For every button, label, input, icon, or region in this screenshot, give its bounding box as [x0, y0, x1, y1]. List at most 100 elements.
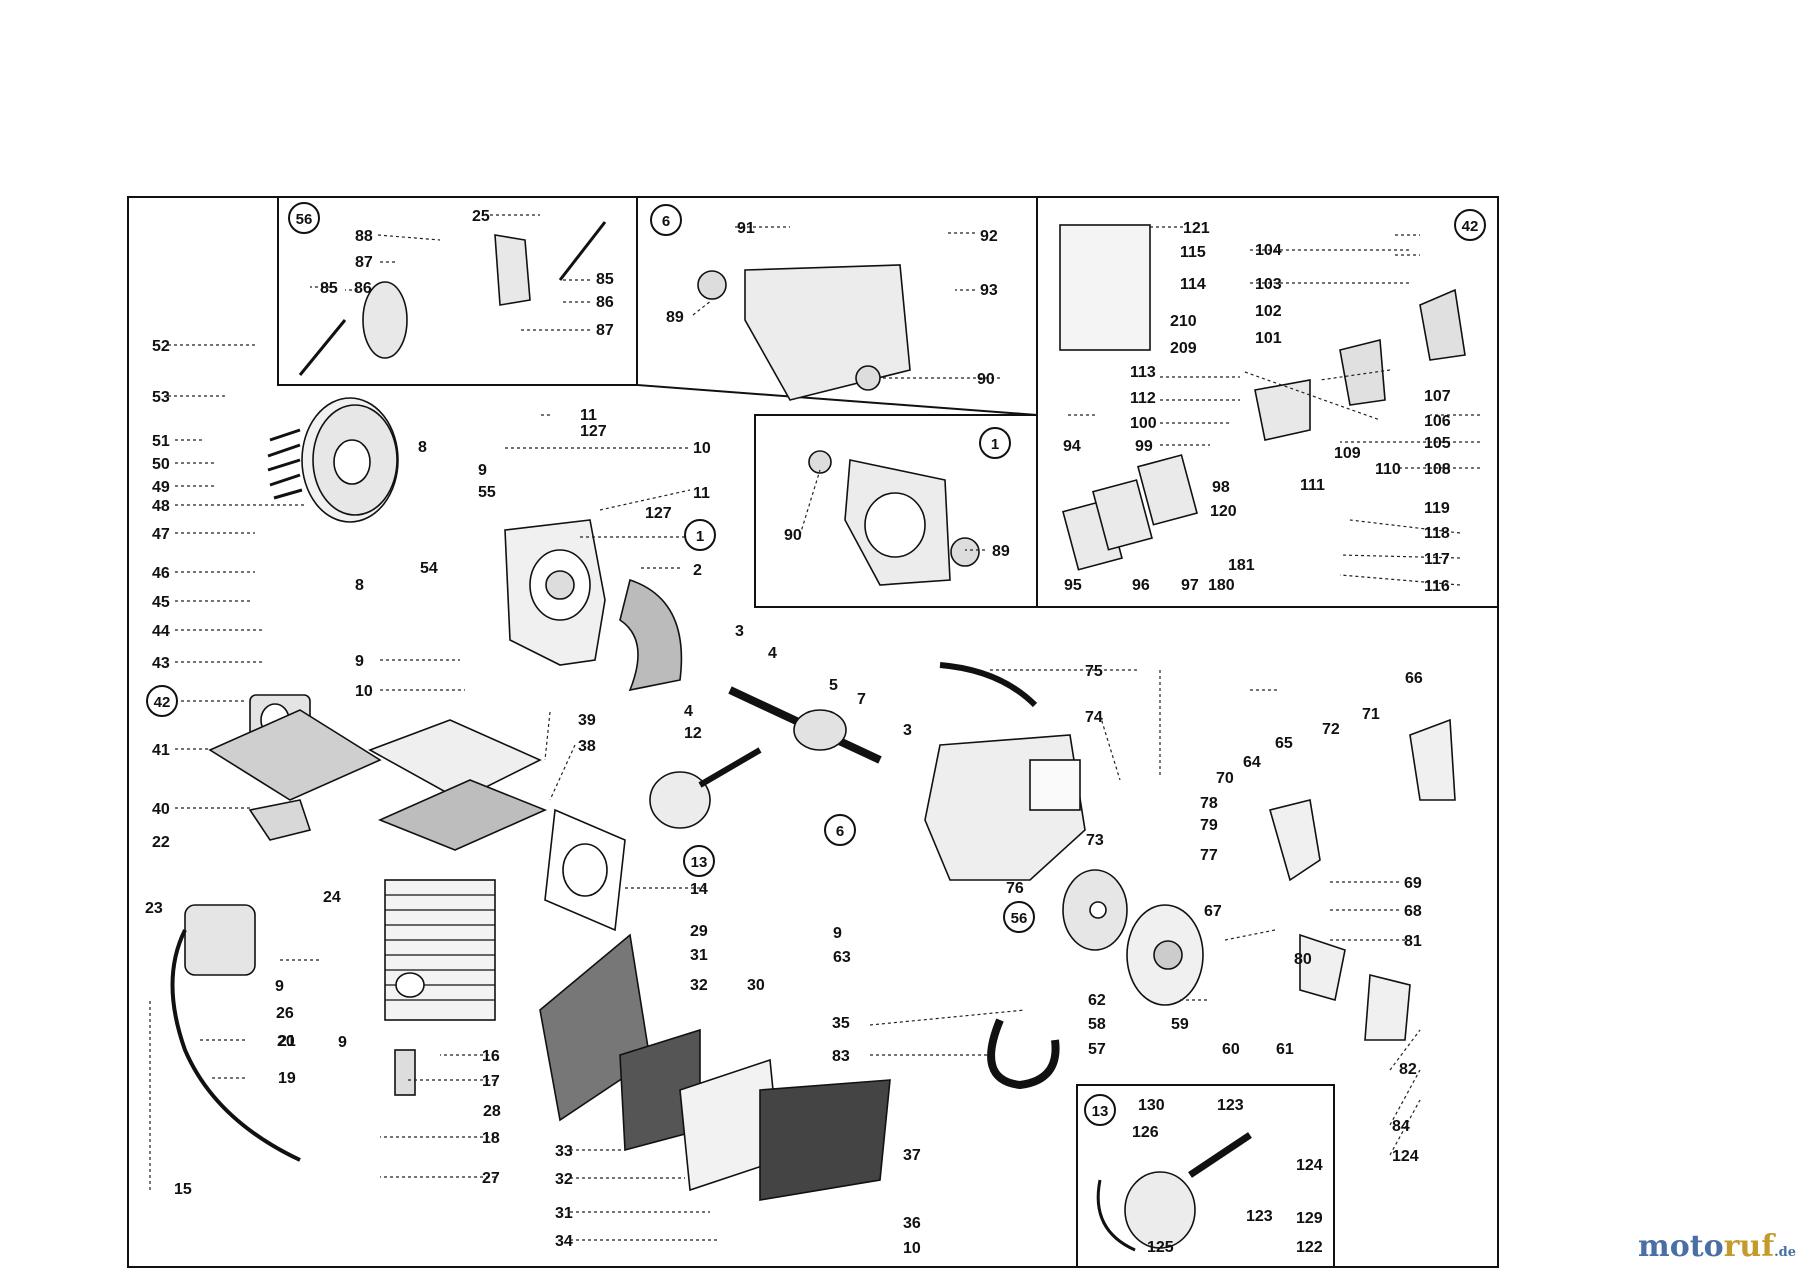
part-label: 46	[152, 565, 170, 582]
crankshaft-part	[728, 686, 882, 764]
svg-text:motoruf.de: motoruf.de	[1638, 1229, 1796, 1264]
part-label: 209	[1170, 340, 1197, 357]
panel-42-parts	[1059, 224, 1466, 571]
svg-text:1: 1	[991, 436, 999, 453]
part-label: 33	[555, 1143, 573, 1160]
part-label: 11	[580, 407, 597, 424]
cylinder-part	[384, 879, 496, 1021]
part-label: 2	[693, 562, 702, 579]
part-label: 67	[1204, 903, 1222, 920]
part-label: 74	[1085, 709, 1103, 726]
panel-13-parts	[1096, 1132, 1252, 1252]
part-label: 73	[1086, 832, 1104, 849]
part-label: 3	[735, 623, 744, 640]
part-label: 52	[152, 338, 170, 355]
part-label: 68	[1404, 903, 1422, 920]
part-label: 119	[1424, 500, 1450, 517]
part-label: 89	[992, 543, 1010, 560]
part-label: 92	[980, 228, 998, 245]
part-label: 43	[152, 655, 170, 672]
part-label: 210	[1170, 313, 1197, 330]
part-label: 82	[1399, 1061, 1417, 1078]
part-label: 85	[320, 280, 338, 297]
part-label: 24	[323, 889, 341, 906]
svg-text:42: 42	[154, 694, 171, 711]
plate-38-part	[377, 779, 548, 851]
part-label: 10	[355, 683, 373, 700]
part-label: 5	[829, 677, 838, 694]
ignition-coil-part	[170, 904, 301, 1162]
part-label: 63	[833, 949, 851, 966]
part-label: 122	[1296, 1239, 1323, 1256]
part-label: 35	[832, 1015, 850, 1032]
part-label: 108	[1424, 461, 1451, 478]
part-label: 65	[1275, 735, 1293, 752]
part-label: 9	[478, 462, 487, 479]
part-label: 86	[354, 280, 372, 297]
part-label: 129	[1296, 1210, 1323, 1227]
part-label: 124	[1296, 1157, 1323, 1174]
part-label: 50	[152, 456, 170, 473]
piston-part	[649, 747, 762, 829]
part-label: 31	[690, 947, 708, 964]
part-label: 94	[1063, 438, 1081, 455]
part-labels: 121 104 115 103 114 102 210 101 209 113 …	[145, 208, 1451, 1257]
main-ref-42: 42	[146, 685, 178, 717]
main-ref-56: 56	[1003, 901, 1035, 933]
part-label: 85	[596, 271, 614, 288]
part-label: 77	[1200, 847, 1218, 864]
part-label: 75	[1085, 663, 1103, 680]
main-ref-13: 13	[683, 845, 715, 877]
panel-56-parts	[298, 221, 607, 376]
brake-lever-part	[1269, 799, 1321, 882]
part-label: 93	[980, 282, 998, 299]
part-label: 117	[1424, 551, 1450, 568]
filter-plate-41-part	[208, 709, 382, 801]
part-label: 32	[690, 977, 708, 994]
part-label: 3	[903, 722, 912, 739]
part-label: 60	[1222, 1041, 1240, 1058]
part-label: 10	[693, 440, 711, 457]
part-label: 130	[1138, 1097, 1165, 1114]
part-label: 127	[645, 505, 672, 522]
part-label: 127	[580, 423, 607, 440]
part-label: 34	[555, 1233, 573, 1250]
clutch-drum-part	[1126, 904, 1204, 1006]
part-label: 100	[1130, 415, 1157, 432]
svg-text:13: 13	[1092, 1103, 1109, 1120]
part-label: 121	[1183, 220, 1210, 237]
panel-ref-1: 1	[979, 427, 1011, 459]
part-label: 19	[278, 1070, 296, 1087]
part-label: 110	[1375, 461, 1401, 478]
part-label: 114	[1180, 276, 1206, 293]
part-label: 40	[152, 801, 170, 818]
part-label: 97	[1181, 577, 1199, 594]
part-label: 26	[276, 1005, 294, 1022]
part-label: 53	[152, 389, 170, 406]
part-label: 126	[1132, 1124, 1159, 1141]
part-label: 181	[1228, 557, 1255, 574]
part-label: 78	[1200, 795, 1218, 812]
part-label: 45	[152, 594, 170, 611]
part-label: 109	[1334, 445, 1361, 462]
watermark-logo: motoruf.de	[1638, 1229, 1796, 1264]
plate-39-part	[368, 719, 542, 801]
panel-6-parts	[697, 264, 911, 401]
air-filter-parts	[539, 933, 891, 1201]
part-label: 124	[1392, 1148, 1419, 1165]
bracket-71-part	[1409, 718, 1456, 801]
part-label: 80	[1294, 951, 1312, 968]
part-label: 105	[1424, 435, 1451, 452]
part-label: 18	[482, 1130, 500, 1147]
part-label: 4	[684, 703, 693, 720]
part-label: 32	[555, 1171, 573, 1188]
part-label: 17	[482, 1073, 500, 1090]
part-label: 15	[174, 1181, 192, 1198]
part-label: 107	[1424, 388, 1451, 405]
part-label: 23	[145, 900, 163, 917]
part-label: 87	[596, 322, 614, 339]
part-label: 125	[1147, 1239, 1174, 1256]
frame-lines	[127, 196, 1499, 1268]
svg-text:56: 56	[1011, 910, 1028, 927]
